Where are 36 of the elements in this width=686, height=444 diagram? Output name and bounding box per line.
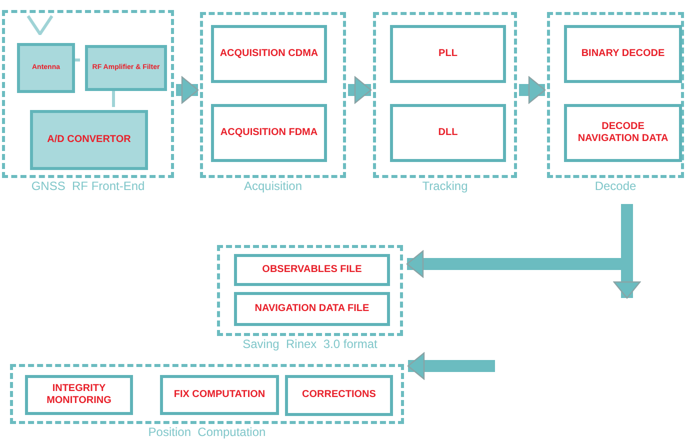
process-box bbox=[285, 375, 393, 416]
process-box bbox=[564, 104, 682, 162]
box-label: OBSERVABLES FILE bbox=[261, 264, 363, 276]
block-arrow bbox=[176, 76, 199, 104]
group-label: Saving Rinex 3.0 format bbox=[242, 336, 378, 353]
process-box bbox=[25, 375, 133, 415]
process-box bbox=[160, 375, 279, 415]
block-arrow bbox=[348, 76, 372, 104]
process-box bbox=[30, 110, 148, 170]
box-label: INTEGRITY MONITORING bbox=[46, 382, 112, 408]
process-box bbox=[234, 254, 390, 286]
group-label: Tracking bbox=[422, 178, 468, 195]
group-label: Position Computation bbox=[148, 424, 266, 441]
box-label: DECODE NAVIGATION DATA bbox=[576, 120, 670, 146]
box-label: ACQUISITION FDMA bbox=[219, 126, 319, 140]
group-label: GNSS RF Front-End bbox=[31, 178, 145, 195]
box-label: CORRECTIONS bbox=[301, 389, 377, 402]
process-box bbox=[234, 292, 390, 326]
process-box bbox=[390, 25, 506, 83]
box-label: PLL bbox=[438, 48, 458, 60]
process-box bbox=[17, 43, 75, 93]
process-box bbox=[564, 25, 682, 83]
group-label: Acquisition bbox=[244, 178, 302, 195]
block-arrow bbox=[519, 76, 546, 104]
process-box bbox=[85, 45, 167, 91]
box-label: ACQUISITION CDMA bbox=[218, 48, 320, 60]
box-label: BINARY DECODE bbox=[580, 48, 666, 60]
process-box bbox=[211, 25, 327, 83]
box-label: DLL bbox=[437, 126, 459, 140]
block-arrow bbox=[407, 352, 495, 380]
box-label: FIX COMPUTATION bbox=[172, 388, 266, 402]
box-label: A/D CONVERTOR bbox=[46, 134, 132, 146]
process-box bbox=[390, 104, 506, 162]
group-label: Decode bbox=[594, 178, 636, 195]
process-box bbox=[211, 104, 327, 162]
box-label: NAVIGATION DATA FILE bbox=[254, 302, 370, 316]
